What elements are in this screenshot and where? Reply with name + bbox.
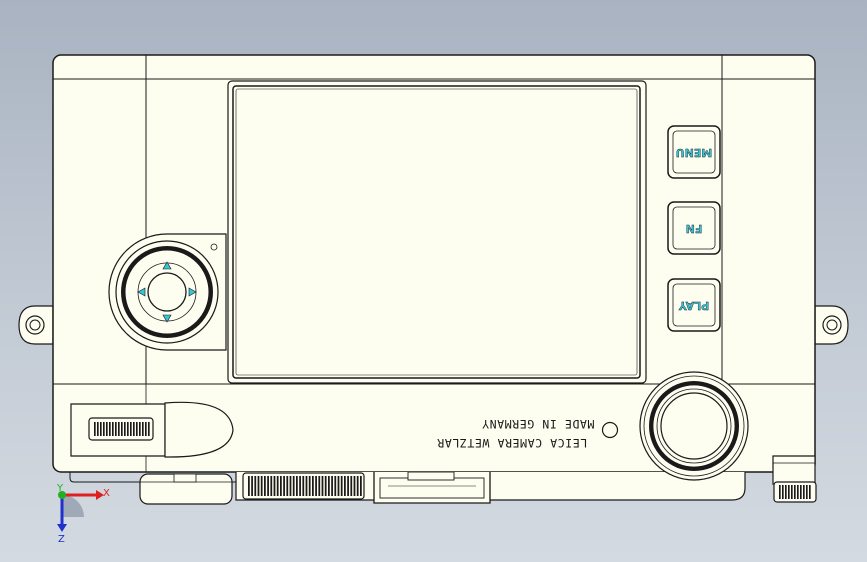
engraving-line-1: LEICA CAMERA WETZLAR (437, 436, 587, 450)
engraving-line-2: MADE IN GERMANY (482, 417, 595, 431)
knurl-ridge (347, 476, 349, 496)
fn-button-label: FN (686, 222, 703, 235)
arrow-left-icon[interactable] (137, 287, 146, 297)
knurl-ridge (94, 422, 96, 436)
knurl-ridge (251, 476, 253, 496)
lcd-screen (227, 80, 647, 384)
knurl-ridge (791, 485, 793, 499)
y-axis-dot (58, 491, 66, 499)
knurl-ridge (127, 422, 129, 436)
right-strap-lug (814, 305, 849, 345)
z-axis-label: Z (58, 534, 65, 545)
knurl-ridge (344, 476, 346, 496)
knurl-ridge (142, 422, 144, 436)
knurl-ridge (106, 422, 108, 436)
knurl-ridge (286, 476, 289, 496)
knurl-ridge (800, 485, 802, 499)
play-button-label: PLAY (678, 299, 710, 312)
knurl-ridge (103, 422, 105, 436)
knurl-ridge (321, 476, 324, 496)
knurl-ridge (785, 485, 787, 499)
knurl-ridge (350, 476, 353, 496)
knurl-ridge (124, 422, 126, 436)
left-strap-lug (18, 305, 54, 345)
knurl-ridge (788, 485, 790, 499)
status-led (601, 421, 619, 439)
knurl-ridge (292, 476, 295, 496)
knurl-ridge (280, 476, 282, 496)
knurl-ridge (121, 422, 123, 436)
knurl-ridge (318, 476, 321, 496)
knurl-ridge (337, 476, 340, 496)
knurl-ridge (289, 476, 292, 496)
fn-button[interactable]: FN (667, 201, 721, 255)
knurl-ridge (299, 476, 301, 496)
knurl-ridge (145, 422, 147, 436)
knurl-ridge (782, 485, 784, 499)
knurl-ridge (809, 485, 811, 499)
knurl-ridge (112, 422, 114, 436)
knurl-ridge (312, 476, 314, 496)
knurl-ridge (334, 476, 337, 496)
knurl-ridge (260, 476, 263, 496)
knurl-ridge (270, 476, 273, 496)
knurl-ridge (257, 476, 260, 496)
x-axis-label: X (103, 488, 110, 499)
knurl-ridge (139, 422, 141, 436)
arrow-down-icon[interactable] (162, 314, 172, 323)
knurl-ridge (97, 422, 99, 436)
knurl-ridge (779, 485, 781, 499)
knurl-ridge (806, 485, 808, 499)
thumb-wheel[interactable] (70, 401, 234, 458)
knurl-ridge (803, 485, 805, 499)
arrow-right-icon[interactable] (188, 287, 197, 297)
knurl-ridge (273, 476, 276, 496)
knurl-ridge (267, 476, 269, 496)
hot-shoe (373, 471, 491, 504)
knurl-ridge (136, 422, 138, 436)
knurl-ridge (308, 476, 311, 496)
knurl-ridge (794, 485, 796, 499)
menu-button[interactable]: MENU (667, 125, 721, 179)
knurl-ridge (302, 476, 305, 496)
engraving: LEICA CAMERA WETZLAR MADE IN GERMANY (437, 417, 619, 450)
rear-dial[interactable] (639, 371, 749, 481)
knurl-ridge (305, 476, 308, 496)
knurl-ridge (797, 485, 799, 499)
knurl-ridge (353, 476, 356, 496)
knurl-ridge (148, 422, 150, 436)
knurl-ridge (130, 422, 132, 436)
y-axis-label: Y (56, 483, 64, 494)
axis-triad: X Y Z (56, 483, 110, 545)
bottom-knob-left[interactable] (139, 473, 233, 505)
knurl-ridge (248, 476, 250, 496)
knurl-ridge (360, 476, 362, 496)
play-button[interactable]: PLAY (667, 278, 721, 332)
knurl-ridge (331, 476, 333, 496)
shutter-speed-dial[interactable] (242, 472, 365, 500)
knurl-ridge (296, 476, 298, 496)
knurl-ridge (115, 422, 117, 436)
knurl-ridge (356, 476, 359, 496)
knurl-ridge (133, 422, 135, 436)
knurl-ridge (264, 476, 266, 496)
knurl-ridge (254, 476, 257, 496)
knurl-ridge (315, 476, 317, 496)
knurl-ridge (100, 422, 102, 436)
knurl-ridge (118, 422, 120, 436)
knurl-ridge (283, 476, 285, 496)
menu-button-label: MENU (676, 146, 713, 159)
arrow-up-icon[interactable] (162, 261, 172, 270)
knurl-ridge (340, 476, 343, 496)
knurl-ridge (276, 476, 279, 496)
knurl-ridge (324, 476, 327, 496)
control-wheel[interactable] (108, 233, 227, 351)
knurl-ridge (109, 422, 111, 436)
knurl-ridge (328, 476, 330, 496)
right-bottom-knob[interactable] (772, 455, 817, 503)
